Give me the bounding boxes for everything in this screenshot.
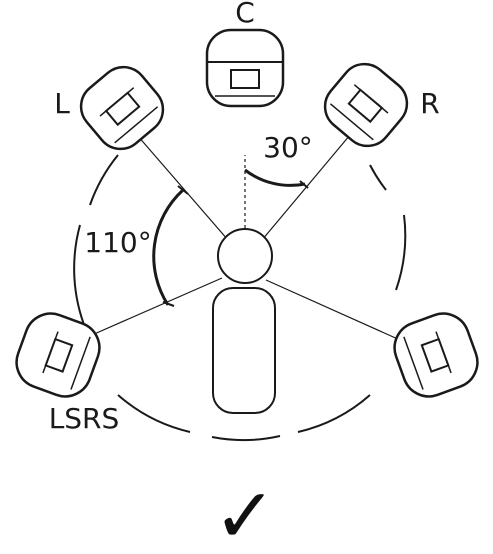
angle-arc-110 (152, 188, 185, 306)
right-surround-speaker (393, 312, 479, 398)
surround-angle-label: 110° (84, 226, 151, 259)
front-angle-label: 30° (263, 131, 313, 164)
left-label: L (54, 87, 70, 120)
listener-head (217, 228, 273, 284)
right-speaker (323, 62, 409, 148)
center-label: C (235, 0, 255, 29)
right-label: R (420, 87, 439, 120)
center-speaker (205, 28, 285, 108)
listener-body (212, 287, 276, 414)
left-speaker (79, 65, 165, 151)
listening-circle (73, 154, 407, 442)
angle-arc-30 (244, 168, 306, 187)
check-mark-icon: ✓ (213, 471, 277, 554)
surround-label: LSRS (49, 402, 120, 435)
left-surround-speaker (15, 312, 101, 398)
